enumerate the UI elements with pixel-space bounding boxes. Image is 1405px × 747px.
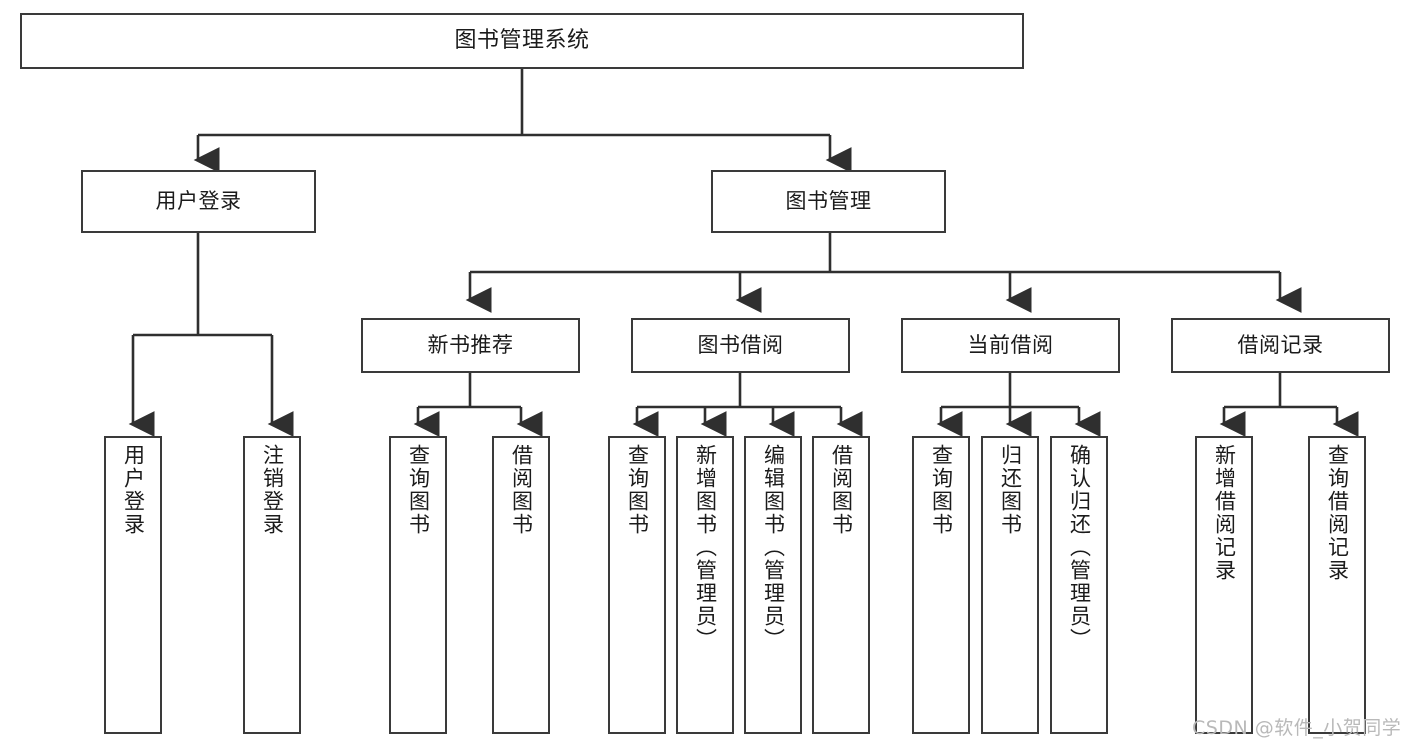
node-borrow-record[interactable]: 借阅记录 bbox=[1171, 318, 1390, 373]
node-label: 查询图书 bbox=[929, 444, 954, 536]
node-leaf-return-book[interactable]: 归还图书 bbox=[981, 436, 1039, 734]
node-label: 图书管理 bbox=[785, 189, 872, 214]
node-label: 当前借阅 bbox=[967, 333, 1054, 358]
node-leaf-edit-book[interactable]: 编辑图书（管理员） bbox=[744, 436, 802, 734]
node-label: 编辑图书（管理员） bbox=[761, 444, 786, 651]
node-user-login[interactable]: 用户登录 bbox=[81, 170, 316, 233]
watermark-csdn: CSDN @软件_小贺同学 bbox=[1192, 717, 1402, 739]
node-label: 查询图书 bbox=[406, 444, 431, 536]
node-leaf-add-book[interactable]: 新增图书（管理员） bbox=[676, 436, 734, 734]
node-leaf-confirm-return[interactable]: 确认归还（管理员） bbox=[1050, 436, 1108, 734]
node-label: 新增图书（管理员） bbox=[693, 444, 718, 651]
node-label: 借阅图书 bbox=[509, 444, 534, 536]
node-leaf-query-book-borrow[interactable]: 查询图书 bbox=[608, 436, 666, 734]
node-leaf-query-book-recommend[interactable]: 查询图书 bbox=[389, 436, 447, 734]
node-label: 图书管理系统 bbox=[454, 28, 590, 54]
node-book-manage[interactable]: 图书管理 bbox=[711, 170, 946, 233]
node-label: 用户登录 bbox=[121, 444, 146, 536]
node-label: 图书借阅 bbox=[697, 333, 784, 358]
node-label: 查询图书 bbox=[625, 444, 650, 536]
node-label: 用户登录 bbox=[155, 189, 242, 214]
node-leaf-query-borrow-record[interactable]: 查询借阅记录 bbox=[1308, 436, 1366, 734]
node-leaf-borrow-book-recommend[interactable]: 借阅图书 bbox=[492, 436, 550, 734]
node-leaf-borrow-book[interactable]: 借阅图书 bbox=[812, 436, 870, 734]
node-label: 查询借阅记录 bbox=[1325, 444, 1350, 582]
node-root-book-management-system[interactable]: 图书管理系统 bbox=[20, 13, 1024, 69]
node-leaf-user-login[interactable]: 用户登录 bbox=[104, 436, 162, 734]
node-label: 借阅图书 bbox=[829, 444, 854, 536]
node-leaf-add-borrow-record[interactable]: 新增借阅记录 bbox=[1195, 436, 1253, 734]
node-label: 新书推荐 bbox=[427, 333, 514, 358]
node-label: 归还图书 bbox=[998, 444, 1023, 536]
node-leaf-logout-login[interactable]: 注销登录 bbox=[243, 436, 301, 734]
node-label: 新增借阅记录 bbox=[1212, 444, 1237, 582]
node-current-borrow[interactable]: 当前借阅 bbox=[901, 318, 1120, 373]
node-book-borrow[interactable]: 图书借阅 bbox=[631, 318, 850, 373]
node-label: 借阅记录 bbox=[1237, 333, 1324, 358]
node-label: 注销登录 bbox=[260, 444, 285, 536]
node-new-book-recommend[interactable]: 新书推荐 bbox=[361, 318, 580, 373]
node-leaf-query-book-current[interactable]: 查询图书 bbox=[912, 436, 970, 734]
node-label: 确认归还（管理员） bbox=[1067, 444, 1092, 651]
